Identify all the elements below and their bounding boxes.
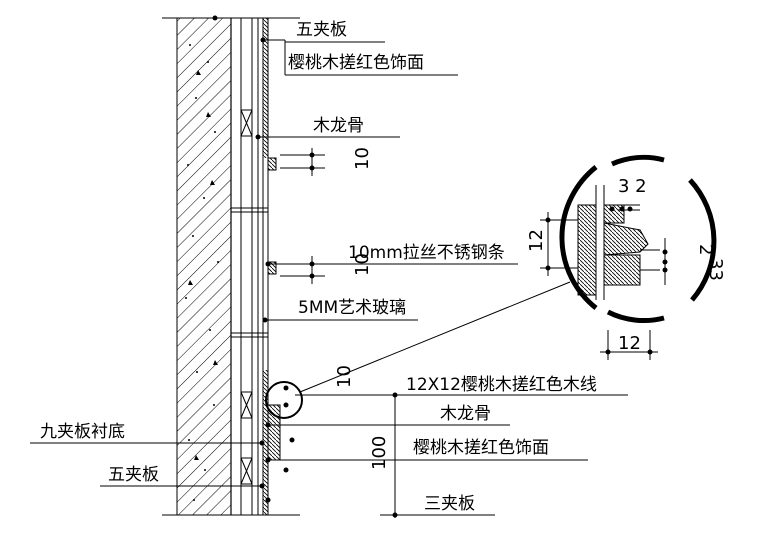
concrete-wall xyxy=(162,17,300,516)
detail-dim-32: 3 2 xyxy=(618,176,647,197)
label-steel-strip: 10mm拉丝不锈钢条 xyxy=(348,243,505,263)
label-wuja-top: 五夹板 xyxy=(296,20,347,40)
label-jiujia: 九夹板衬底 xyxy=(40,422,125,442)
leader-dots xyxy=(212,15,398,518)
detail-dim-33: 33 xyxy=(705,258,726,281)
label-mulonggu-bottom: 木龙骨 xyxy=(440,404,491,424)
label-art-glass: 5MM艺术玻璃 xyxy=(298,298,406,318)
label-cherry-line: 12X12樱桃木搓红色木线 xyxy=(406,375,597,395)
wall-layers xyxy=(231,18,269,515)
veneer-panel xyxy=(263,18,281,515)
label-cherry-top: 樱桃木搓红色饰面 xyxy=(288,53,424,73)
label-sanjia: 三夹板 xyxy=(424,494,475,514)
detail-dim-12-bottom: 12 xyxy=(618,333,641,354)
label-cherry-bottom: 樱桃木搓红色饰面 xyxy=(413,438,549,458)
dim-10-bottom: 10 xyxy=(334,365,355,388)
detail-callout-circle xyxy=(265,381,303,419)
dim-100: 100 xyxy=(369,436,390,470)
material-labels: 五夹板 樱桃木搓红色饰面 木龙骨 10mm拉丝不锈钢条 5MM艺术玻璃 12X1… xyxy=(40,20,597,514)
dim-10-top: 10 xyxy=(352,147,373,170)
detail-dim-2: 2 xyxy=(695,244,716,255)
label-mulonggu-top: 木龙骨 xyxy=(313,116,364,136)
enlarged-detail xyxy=(540,154,717,360)
leader-lines xyxy=(30,39,628,518)
dim-10-mid: 10 xyxy=(352,253,373,276)
detail-dim-12-left: 12 xyxy=(526,229,547,252)
label-wuja-bottom: 五夹板 xyxy=(108,465,159,485)
dimension-labels: 10 10 10 100 3 2 12 2 33 12 xyxy=(334,147,726,470)
